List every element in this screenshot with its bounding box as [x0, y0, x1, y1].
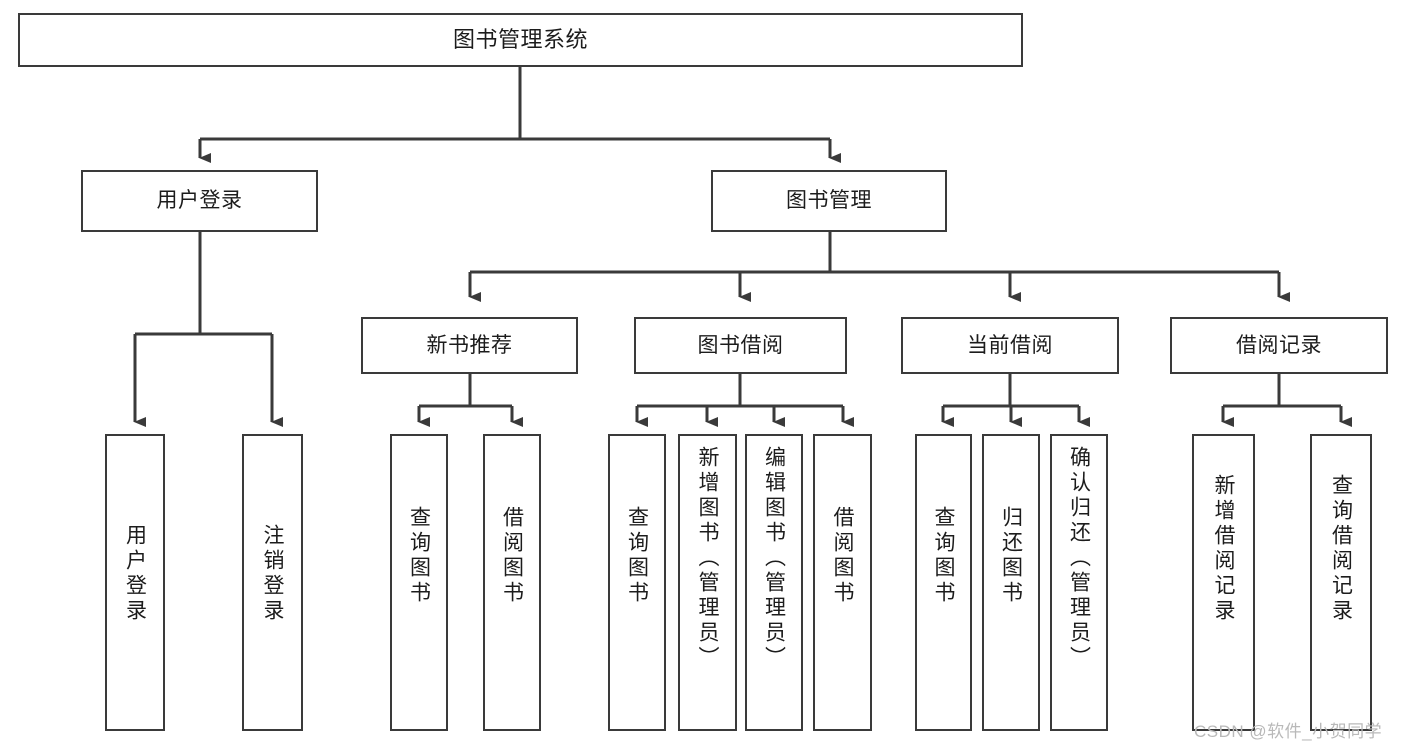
node-new-book-recommend[interactable]: 新书推荐 — [361, 317, 578, 374]
node-label: 查询图书 — [625, 506, 649, 606]
node-label: 借阅记录 — [1236, 333, 1322, 357]
node-borrow-record[interactable]: 借阅记录 — [1170, 317, 1388, 374]
leaf-book-borrow-add[interactable]: 新增图书（管理员） — [678, 434, 737, 731]
leaf-new-book-borrow[interactable]: 借阅图书 — [483, 434, 541, 731]
node-book-borrow[interactable]: 图书借阅 — [634, 317, 847, 374]
node-label: 新书推荐 — [426, 333, 513, 357]
watermark-text: CSDN @软件_小贺同学 — [1194, 722, 1383, 741]
node-label: 查询图书 — [932, 506, 955, 606]
node-label: 查询借阅记录 — [1329, 474, 1353, 624]
leaf-book-borrow-query[interactable]: 查询图书 — [608, 434, 666, 731]
leaf-borrow-record-query[interactable]: 查询借阅记录 — [1310, 434, 1372, 731]
node-label: 用户登录 — [156, 189, 243, 213]
leaf-borrow-record-add[interactable]: 新增借阅记录 — [1192, 434, 1255, 731]
leaf-current-borrow-return[interactable]: 归还图书 — [982, 434, 1040, 731]
node-label: 图书管理 — [786, 189, 872, 213]
node-current-borrow[interactable]: 当前借阅 — [901, 317, 1119, 374]
leaf-book-borrow-borrow[interactable]: 借阅图书 — [813, 434, 872, 731]
node-label: 归还图书 — [999, 506, 1023, 606]
node-label: 用户登录 — [123, 524, 147, 624]
leaf-current-borrow-query[interactable]: 查询图书 — [915, 434, 972, 731]
node-label: 图书借阅 — [697, 333, 784, 357]
leaf-book-borrow-edit[interactable]: 编辑图书（管理员） — [745, 434, 803, 731]
node-label: 借阅图书 — [831, 506, 854, 606]
csdn-watermark: CSDN @软件_小贺同学 — [1194, 717, 1382, 742]
node-label: 编辑图书（管理员） — [762, 446, 786, 671]
leaf-user-login-logout[interactable]: 注销登录 — [242, 434, 303, 731]
node-label: 图书管理系统 — [452, 26, 588, 52]
leaf-user-login-login[interactable]: 用户登录 — [105, 434, 165, 731]
node-label: 新增借阅记录 — [1212, 474, 1235, 624]
node-label: 确认归还（管理员） — [1067, 446, 1091, 671]
node-label: 当前借阅 — [967, 333, 1053, 357]
node-label: 查询图书 — [407, 506, 431, 606]
node-label: 新增图书（管理员） — [696, 446, 719, 671]
node-book-management[interactable]: 图书管理 — [711, 170, 947, 232]
leaf-current-borrow-confirm[interactable]: 确认归还（管理员） — [1050, 434, 1108, 731]
node-label: 注销登录 — [261, 524, 284, 624]
leaf-new-book-query[interactable]: 查询图书 — [390, 434, 448, 731]
node-label: 借阅图书 — [500, 506, 524, 606]
node-root-system[interactable]: 图书管理系统 — [18, 13, 1023, 67]
node-user-login[interactable]: 用户登录 — [81, 170, 318, 232]
